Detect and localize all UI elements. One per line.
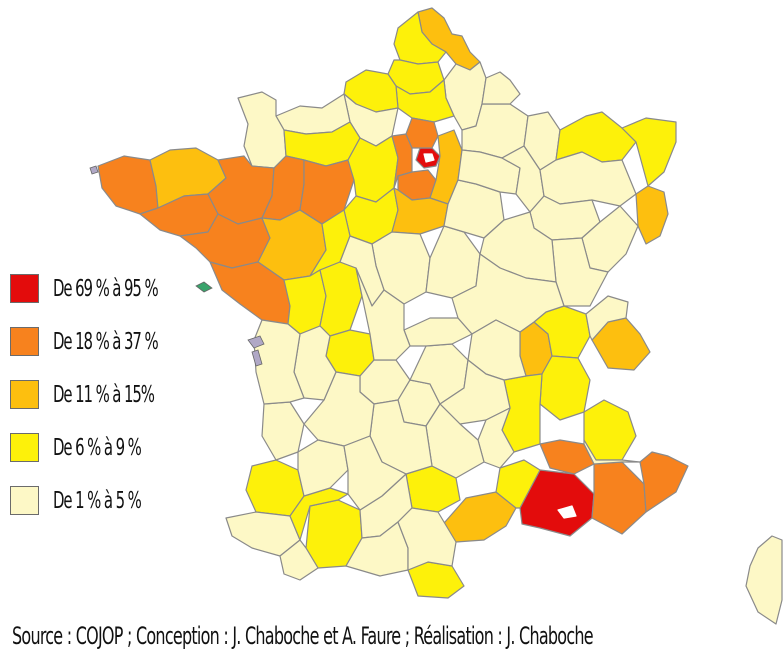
legend-item-class-4: De 6 % à 9 % bbox=[10, 421, 240, 474]
region-haute-savoie bbox=[585, 295, 629, 341]
region-allier bbox=[403, 317, 473, 347]
region-moselle bbox=[555, 111, 637, 163]
island-ile-doleron bbox=[251, 349, 263, 367]
legend-item-class-1: De 69 % à 95 % bbox=[10, 262, 240, 315]
legend-label: De 69 % à 95 % bbox=[53, 275, 159, 302]
region-gironde bbox=[261, 401, 305, 461]
source-caption: Source : COJOP ; Conception : J. Chaboch… bbox=[12, 622, 594, 650]
legend-label: De 1 % à 5 % bbox=[53, 487, 142, 514]
island-ouessant bbox=[89, 165, 99, 175]
region-nievre bbox=[425, 225, 481, 299]
marseille-inner-mark bbox=[557, 505, 577, 519]
region-saone-et-loire bbox=[451, 253, 565, 335]
legend-swatch bbox=[10, 327, 39, 356]
paris-inner-mark bbox=[423, 153, 435, 163]
legend-swatch bbox=[10, 274, 39, 303]
legend-label: De 11 % à 15% bbox=[53, 381, 155, 408]
legend-item-class-2: De 18 % à 37 % bbox=[10, 315, 240, 368]
region-hautes-alpes bbox=[583, 399, 637, 461]
legend: De 69 % à 95 % De 18 % à 37 % De 11 % à … bbox=[10, 262, 240, 527]
region-val-doise bbox=[405, 117, 439, 149]
legend-swatch bbox=[10, 380, 39, 409]
region-gard bbox=[495, 459, 541, 509]
region-ardennes bbox=[481, 71, 521, 105]
region-aude bbox=[397, 507, 457, 571]
region-alpes-maritimes bbox=[639, 451, 689, 513]
region-alpes-de-haute-provence bbox=[583, 439, 641, 465]
legend-label: De 18 % à 37 % bbox=[53, 328, 159, 355]
region-tarn-et-garonne bbox=[343, 435, 407, 511]
region-haute-loire bbox=[439, 359, 511, 425]
region-creuse bbox=[355, 267, 411, 361]
region-bas-rhin bbox=[621, 117, 677, 187]
region-var bbox=[591, 461, 647, 535]
region-lozere bbox=[425, 403, 485, 479]
region-corse bbox=[745, 535, 783, 625]
region-pas-de-calais bbox=[393, 11, 447, 65]
region-herault bbox=[437, 491, 517, 543]
region-oise bbox=[395, 79, 455, 123]
region-pyrenees-orientales bbox=[407, 561, 465, 599]
region-haut-rhin bbox=[635, 185, 669, 245]
legend-label: De 6 % à 9 % bbox=[53, 434, 142, 461]
region-deux-sevres bbox=[283, 269, 327, 335]
legend-item-class-5: De 1 % à 5 % bbox=[10, 474, 240, 527]
region-isere bbox=[539, 355, 591, 421]
region-finistere bbox=[97, 155, 159, 215]
island-ile-de-re bbox=[247, 335, 265, 349]
legend-swatch bbox=[10, 433, 39, 462]
island-belle-ile bbox=[195, 281, 213, 293]
legend-item-class-3: De 11 % à 15% bbox=[10, 368, 240, 421]
region-lot-et-garonne bbox=[297, 439, 349, 497]
region-gers bbox=[289, 487, 349, 541]
region-vienne bbox=[319, 261, 363, 337]
legend-swatch bbox=[10, 486, 39, 515]
region-hautes-pyrenees bbox=[279, 539, 319, 581]
